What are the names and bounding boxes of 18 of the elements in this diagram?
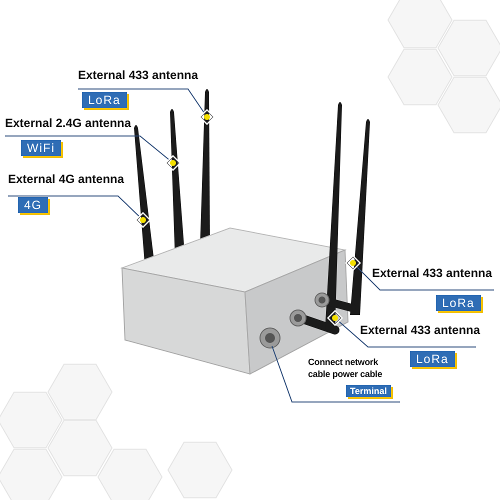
leader-line	[356, 266, 494, 290]
callout-title: External 433 antenna	[360, 323, 480, 337]
callout-title: External 2.4G antenna	[5, 116, 132, 130]
category-tag: Terminal	[346, 385, 391, 397]
leader-line	[338, 321, 476, 348]
leader-line	[272, 346, 400, 402]
category-tag: LoRa	[82, 92, 127, 108]
leader-line	[78, 88, 204, 113]
leader-line	[8, 196, 140, 217]
leader-line	[4, 136, 170, 160]
category-tag: 4G	[18, 197, 48, 213]
category-tag: LoRa	[410, 351, 455, 367]
callout-title: External 433 antenna	[372, 266, 492, 280]
callout-title: Connect network cable power cable	[308, 356, 384, 380]
category-tag: LoRa	[436, 295, 481, 311]
category-tag: WiFi	[21, 140, 61, 156]
callout-title: External 4G antenna	[8, 172, 124, 186]
callout-title: External 433 antenna	[78, 68, 198, 82]
